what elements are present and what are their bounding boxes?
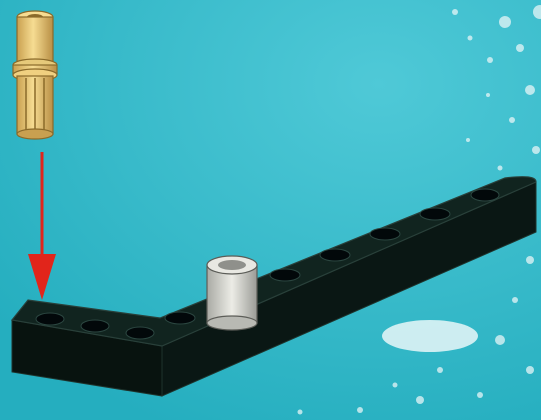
- foam-patch: [382, 320, 478, 352]
- connector-peg: [13, 11, 57, 139]
- axle-pin: [207, 256, 257, 330]
